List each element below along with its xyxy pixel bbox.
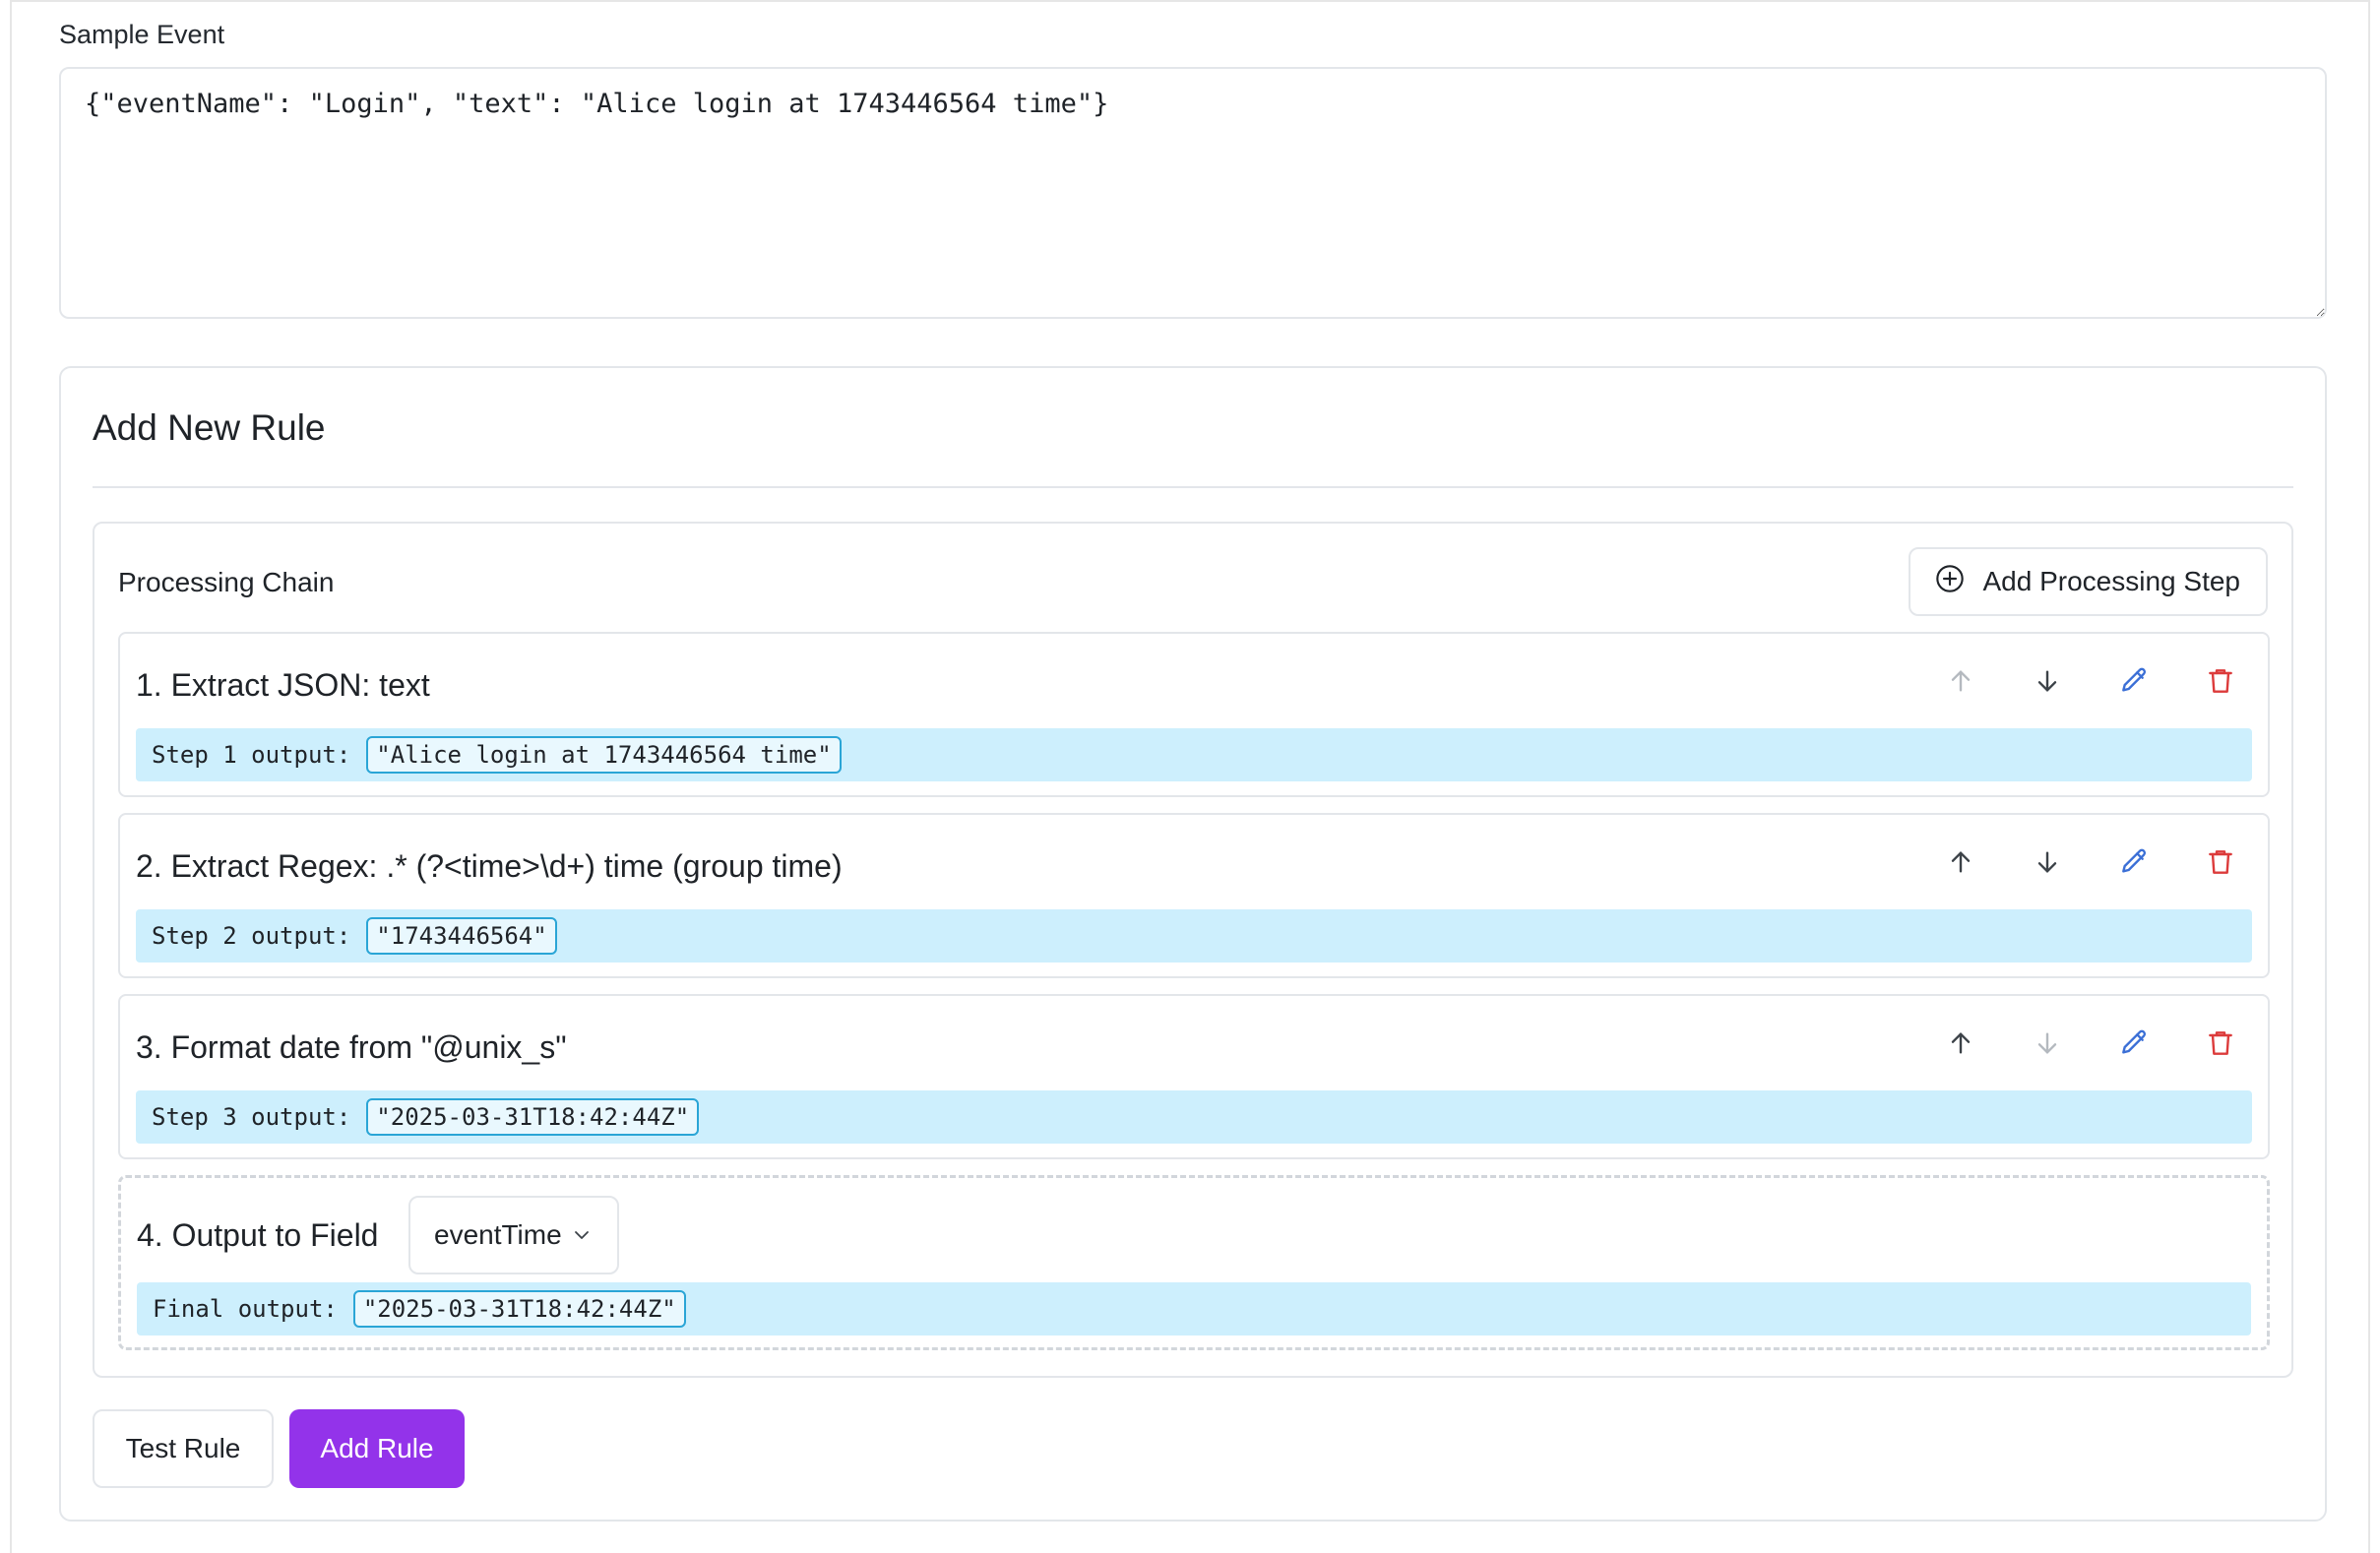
edit-step-button[interactable] — [2116, 1025, 2152, 1061]
step-output: Step 1 output: "Alice login at 174344656… — [136, 728, 2252, 781]
output-step-title: 4. Output to Field — [137, 1217, 379, 1253]
add-rule-card: Add New Rule Processing Chain Add Proces… — [59, 366, 2327, 1522]
output-step: 4. Output to Field eventTime Final outpu… — [118, 1175, 2270, 1350]
pencil-icon — [2122, 1029, 2147, 1054]
delete-step-button[interactable] — [2203, 844, 2238, 880]
arrow-down-icon — [2037, 670, 2057, 692]
move-up-button[interactable] — [1943, 1025, 1978, 1061]
step-output-value: "Alice login at 1743446564 time" — [366, 736, 842, 774]
step-actions — [1943, 1025, 2238, 1061]
step-output: Step 3 output: "2025-03-31T18:42:44Z" — [136, 1090, 2252, 1144]
move-down-button[interactable] — [2030, 1025, 2065, 1061]
step-output-label: Step 3 output: — [152, 1103, 351, 1131]
trash-icon — [2209, 1031, 2232, 1055]
step-output-value: "1743446564" — [366, 917, 557, 955]
processing-step: 1. Extract JSON: text Step 1 output: "Al… — [118, 632, 2270, 797]
final-output-value: "2025-03-31T18:42:44Z" — [352, 1290, 686, 1328]
move-down-button[interactable] — [2030, 663, 2065, 699]
plus-circle-icon — [1934, 563, 1966, 601]
step-output-label: Step 2 output: — [152, 922, 351, 950]
test-rule-button[interactable]: Test Rule — [93, 1409, 274, 1488]
output-field-select[interactable]: eventTime — [408, 1196, 619, 1274]
arrow-down-icon — [2037, 851, 2057, 873]
add-rule-title: Add New Rule — [93, 407, 326, 448]
step-output: Step 2 output: "1743446564" — [136, 909, 2252, 963]
step-actions — [1943, 663, 2238, 699]
page-frame — [10, 0, 2370, 1553]
add-processing-step-label: Add Processing Step — [1982, 566, 2241, 596]
delete-step-button[interactable] — [2203, 1025, 2238, 1061]
arrow-up-icon — [1951, 851, 1971, 873]
step-title: 3. Format date from "@unix_s" — [136, 1029, 567, 1065]
step-title: 2. Extract Regex: .* (?<time>\d+) time (… — [136, 848, 843, 884]
edit-step-button[interactable] — [2116, 844, 2152, 880]
processing-chain: Processing Chain Add Processing Step 1. … — [93, 522, 2293, 1378]
sample-event-label: Sample Event — [59, 20, 225, 49]
pencil-icon — [2122, 667, 2147, 692]
add-processing-step-button[interactable]: Add Processing Step — [1908, 547, 2268, 616]
step-output-value: "2025-03-31T18:42:44Z" — [366, 1098, 700, 1136]
trash-icon — [2209, 669, 2232, 693]
final-output: Final output: "2025-03-31T18:42:44Z" — [137, 1282, 2251, 1336]
output-field-value: eventTime — [434, 1219, 562, 1250]
trash-icon — [2209, 850, 2232, 874]
arrow-up-icon — [1951, 670, 1971, 692]
move-down-button[interactable] — [2030, 844, 2065, 880]
chevron-down-icon — [574, 1231, 589, 1239]
processing-chain-title: Processing Chain — [118, 567, 335, 597]
arrow-down-icon — [2037, 1032, 2057, 1054]
move-up-button[interactable] — [1943, 663, 1978, 699]
delete-step-button[interactable] — [2203, 663, 2238, 699]
pencil-icon — [2122, 848, 2147, 873]
step-actions — [1943, 844, 2238, 880]
divider — [93, 486, 2293, 488]
processing-step: 3. Format date from "@unix_s" Step 3 out… — [118, 994, 2270, 1159]
arrow-up-icon — [1951, 1032, 1971, 1054]
edit-step-button[interactable] — [2116, 663, 2152, 699]
final-output-label: Final output: — [153, 1295, 338, 1323]
add-rule-button[interactable]: Add Rule — [289, 1409, 465, 1488]
sample-event-input[interactable] — [59, 67, 2327, 319]
step-output-label: Step 1 output: — [152, 741, 351, 769]
step-title: 1. Extract JSON: text — [136, 667, 430, 703]
move-up-button[interactable] — [1943, 844, 1978, 880]
processing-step: 2. Extract Regex: .* (?<time>\d+) time (… — [118, 813, 2270, 978]
